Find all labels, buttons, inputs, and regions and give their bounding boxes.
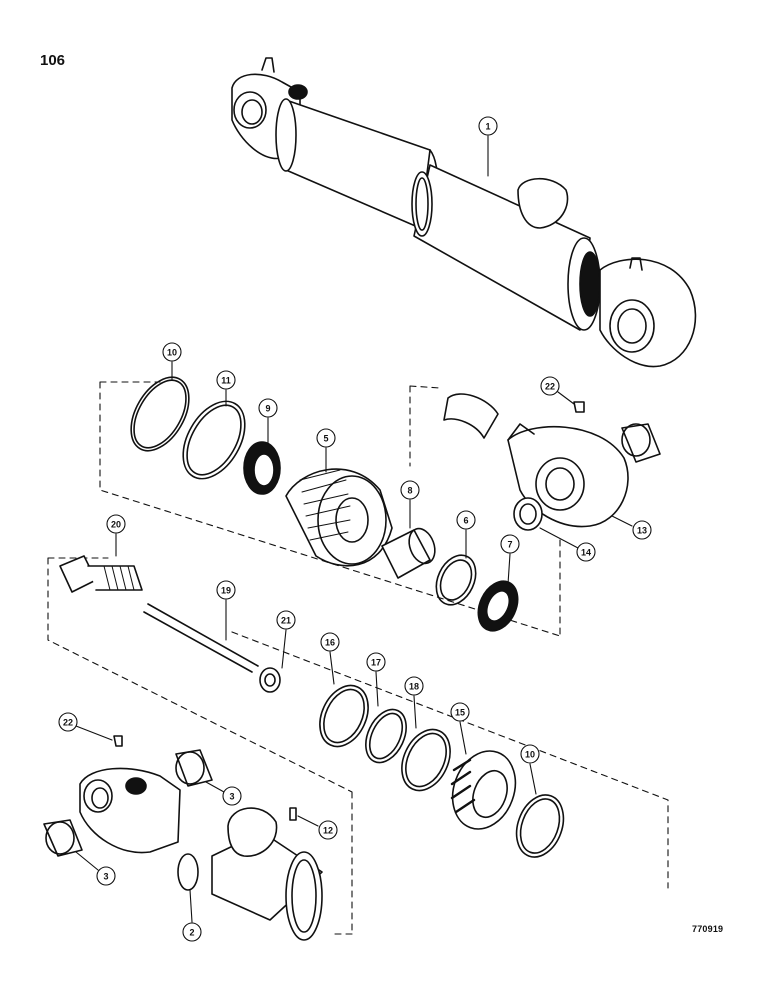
callout-label-22-lower: 22	[63, 718, 73, 728]
pin-sleeve	[443, 393, 499, 439]
callout-label-7: 7	[507, 540, 512, 550]
wiper-seal	[243, 441, 281, 495]
callout-label-8: 8	[407, 486, 412, 496]
barrel	[79, 767, 323, 941]
washer	[259, 667, 281, 693]
grease-fitting-lower	[113, 735, 123, 747]
rod-seal	[477, 580, 519, 632]
callout-label-6: 6	[463, 516, 468, 526]
piston-ring-16-inner	[323, 688, 365, 744]
callout-label-14: 14	[581, 548, 591, 558]
callout-label-10-lower: 10	[525, 750, 535, 760]
o-ring	[130, 376, 190, 452]
barrel-bushing-b	[175, 749, 213, 787]
callout-label-15: 15	[455, 708, 465, 718]
callout-label-21: 21	[281, 616, 291, 626]
callouts: 1 10 11 9 5 8 6 7 22 13	[58, 116, 652, 942]
figure-code: 770919	[692, 924, 724, 934]
eye-bushing	[513, 497, 543, 531]
barrel-bushing-a	[43, 819, 83, 857]
piston-ring-16	[319, 684, 369, 748]
ring	[435, 554, 477, 606]
callout-label-20: 20	[111, 520, 121, 530]
assembled-cylinder	[231, 57, 697, 368]
callout-label-17: 17	[371, 658, 381, 668]
callout-label-19: 19	[221, 586, 231, 596]
piston-ring-18-right-inner	[519, 798, 561, 854]
piston-ring-18-right	[515, 794, 565, 858]
callout-label-5: 5	[323, 434, 328, 444]
bushing	[381, 527, 436, 579]
callout-label-3-right: 3	[229, 792, 234, 802]
callout-label-13: 13	[637, 526, 647, 536]
callout-label-16: 16	[325, 638, 335, 648]
callout-label-10: 10	[167, 348, 177, 358]
piston	[450, 750, 517, 830]
screw	[289, 807, 297, 821]
ring-inner	[439, 559, 473, 601]
tie-rod	[143, 603, 259, 673]
piston-ring-17-inner	[368, 712, 404, 760]
piston-ring-18	[401, 728, 451, 792]
cylinder-head	[285, 468, 393, 567]
callout-label-3-left: 3	[103, 872, 108, 882]
piston-ring-18-inner	[405, 732, 447, 788]
backup-ring	[182, 400, 246, 480]
callout-label-22-upper: 22	[545, 382, 555, 392]
callout-label-1: 1	[485, 122, 490, 132]
piston-bolt	[59, 555, 143, 593]
callout-label-9: 9	[265, 404, 270, 414]
page-number: 106	[40, 52, 66, 69]
callout-label-12: 12	[323, 826, 333, 836]
piston-ring-17	[365, 708, 407, 764]
grease-fitting	[573, 401, 585, 413]
callout-circle-1	[478, 116, 498, 136]
callout-label-11: 11	[221, 376, 231, 386]
piston-group-bracket	[47, 557, 669, 935]
eye-bushing-right	[621, 423, 661, 463]
callout-label-18: 18	[409, 682, 419, 692]
callout-label-2: 2	[189, 928, 194, 938]
